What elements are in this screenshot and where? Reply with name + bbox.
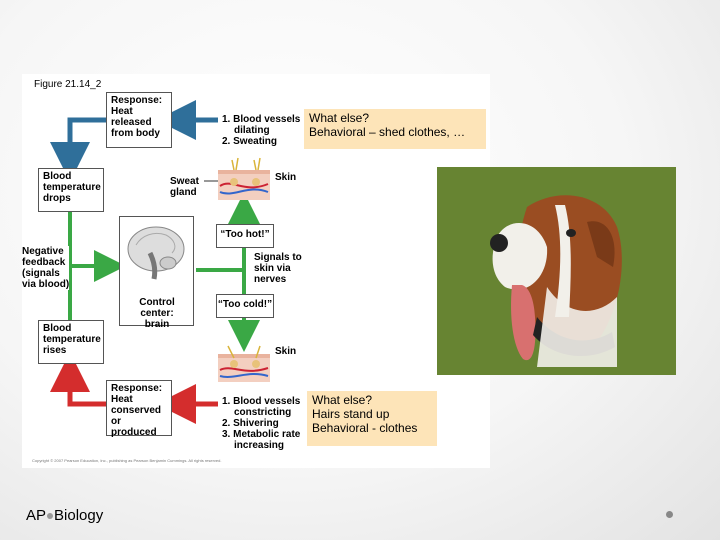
control-center-label: Control center: (139, 297, 175, 319)
top-effects-list: 1. Blood vessels dilating 2. Sweating (222, 114, 301, 147)
too-cold-box: “Too cold!” (216, 294, 274, 318)
skin-label-top: Skin (275, 172, 297, 183)
copyright-text: Copyright © 2007 Pearson Education, Inc.… (32, 458, 222, 463)
response-heat-released: Response: Heat released from body (106, 92, 172, 148)
blue-arrow-temp-drops (50, 117, 106, 182)
callout-top: What else? Behavioral – shed clothes, … (304, 109, 486, 149)
skin-label-bottom: Skin (275, 346, 297, 357)
red-arrow-temp-rises (50, 352, 106, 407)
slide-dot-icon (666, 511, 673, 518)
too-hot-box: “Too hot!” (216, 224, 274, 248)
control-center-brain: Control center: brain (119, 216, 194, 330)
negative-feedback-label: Negative feedback (signals via blood) (22, 246, 70, 290)
skin-bottom-illustration (218, 345, 270, 382)
blood-temp-drops: Blood temperature drops (38, 168, 104, 212)
response-heat-conserved: Response: Heat conserved or produced (106, 380, 172, 438)
sweat-gland-label: Sweat gland (170, 176, 199, 198)
separator-dot-icon (47, 513, 54, 520)
signals-label: Signals to skin via nerves (254, 252, 302, 285)
figure-label: Figure 21.14_2 (34, 79, 102, 90)
skin-top-illustration (218, 157, 270, 200)
bottom-effects-list: 1. Blood vessels constricting 2. Shiveri… (222, 396, 301, 451)
brain-icon (127, 226, 185, 280)
callout-bottom: What else? Hairs stand up Behavioral - c… (307, 391, 437, 446)
blood-temp-rises: Blood temperature rises (38, 320, 104, 364)
panting-dog-photo (437, 167, 676, 375)
